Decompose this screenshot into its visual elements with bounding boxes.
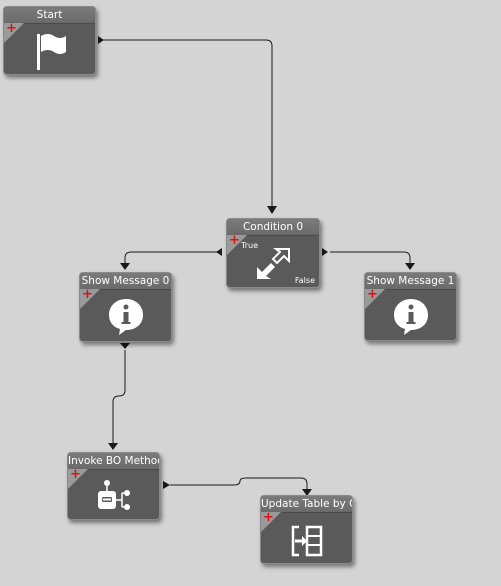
bo-method-icon [97,480,130,510]
connector-invoke-bo-to-update-table [170,477,308,492]
arrow-update-table-in [302,489,312,496]
arrow-invoke-bo-in [108,443,118,450]
node-title: Condition 0 [227,219,319,236]
node-corner-fold [68,469,88,489]
node-title: Start [4,7,95,24]
node-show-message-0[interactable]: Show Message 0 + [79,272,172,342]
condition-arrows-icon [257,248,290,279]
table-update-icon [291,525,322,557]
info-bubble-icon [108,299,143,335]
arrow-show-message-0-out [120,343,130,349]
arrow-condition-false-out [322,248,328,256]
arrow-show-message-1-in [405,263,415,270]
arrow-condition-in [267,206,277,214]
node-title: Show Message 1 [365,273,456,290]
flag-icon [36,34,66,70]
node-corner-fold [365,289,385,309]
add-icon[interactable]: + [82,287,93,302]
connector-condition-true-to-show-message-0 [124,251,222,266]
node-show-message-1[interactable]: Show Message 1 + [364,272,457,341]
add-icon[interactable]: + [229,233,240,248]
arrow-condition-true-out [216,248,222,256]
false-branch-label: False [294,276,315,285]
arrow-invoke-bo-out [163,481,170,489]
add-icon[interactable]: + [367,287,378,302]
arrow-show-message-0-in [120,263,130,270]
add-icon[interactable]: + [6,21,17,36]
connector-condition-false-to-show-message-1 [330,251,411,266]
connector-show-message-0-to-invoke-bo [112,350,126,446]
node-corner-fold [4,23,24,43]
node-title: Show Message 0 [80,273,171,290]
connector-start-to-condition [103,39,273,212]
node-corner-fold [227,235,247,255]
node-condition-0[interactable]: Condition 0 + True False [226,218,320,288]
true-branch-label: True [241,241,258,250]
node-title: Invoke BO Method [68,453,159,470]
arrow-start-out [98,36,104,44]
node-corner-fold [80,289,100,309]
info-bubble-icon [393,299,428,335]
add-icon[interactable]: + [263,510,274,525]
node-start[interactable]: Start + [3,6,96,75]
node-corner-fold [261,512,281,532]
node-update-table-by-q[interactable]: Update Table by Q + [260,495,353,564]
node-title: Update Table by Q [261,496,352,513]
node-invoke-bo-method[interactable]: Invoke BO Method + [67,452,160,520]
add-icon[interactable]: + [70,467,81,482]
